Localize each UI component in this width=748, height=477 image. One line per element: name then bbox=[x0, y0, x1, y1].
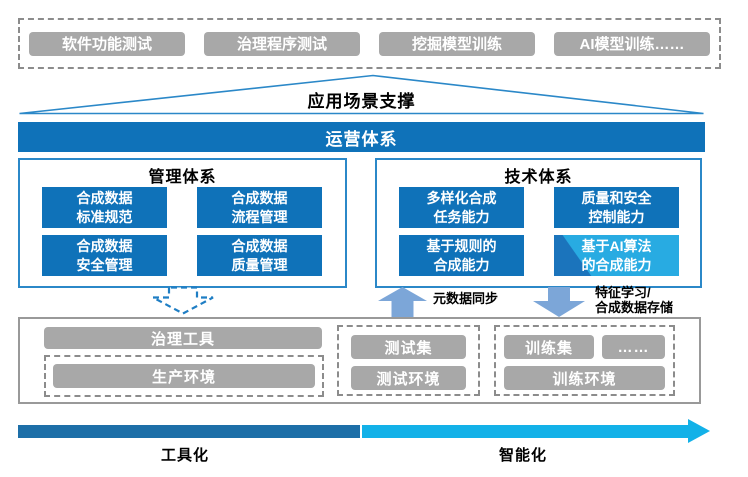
dashed-down-arrow-icon bbox=[152, 286, 214, 315]
axis-segment-toolization bbox=[18, 425, 360, 438]
scenario-mining-model-training: 挖掘模型训练 bbox=[379, 31, 535, 56]
axis-label-toolization: 工具化 bbox=[160, 447, 209, 464]
production-env-box: 生产环境 bbox=[53, 364, 315, 388]
cell-standard-spec: 合成数据 标准规范 bbox=[42, 187, 167, 228]
metadata-sync-label: 元数据同步 bbox=[433, 291, 499, 306]
governance-tool-box: 治理工具 bbox=[44, 327, 322, 349]
production-env-group: 生产环境 bbox=[44, 355, 324, 397]
scenario-governance-program-test: 治理程序测试 bbox=[204, 31, 360, 56]
technology-system-box: 技术体系 多样化合成 任务能力 质量和安全 控制能力 基于规则的 合成能力 基于… bbox=[375, 158, 702, 288]
application-scenarios-group: 软件功能测试 治理程序测试 挖掘模型训练 AI模型训练…… bbox=[18, 18, 721, 69]
train-env-box: 训练环境 bbox=[504, 366, 665, 390]
cell-quality-management: 合成数据 质量管理 bbox=[197, 235, 322, 276]
axis-label-intelligence: 智能化 bbox=[498, 447, 547, 464]
scenario-software-function-test: 软件功能测试 bbox=[29, 31, 185, 56]
cell-security-management: 合成数据 安全管理 bbox=[42, 235, 167, 276]
scenario-ai-model-training: AI模型训练…… bbox=[554, 31, 710, 56]
cell-diverse-synthesis-tasks: 多样化合成 任务能力 bbox=[399, 187, 524, 228]
cell-process-management: 合成数据 流程管理 bbox=[197, 187, 322, 228]
training-group: 训练集 …… 训练环境 bbox=[494, 325, 675, 396]
management-system-box: 管理体系 合成数据 标准规范 合成数据 流程管理 合成数据 安全管理 合成数据 … bbox=[18, 158, 347, 288]
feature-learning-down-arrow-icon bbox=[533, 287, 585, 317]
operation-system-bar: 运营体系 bbox=[18, 122, 705, 152]
cell-quality-safety-control: 质量和安全 控制能力 bbox=[554, 187, 679, 228]
technology-system-title: 技术体系 bbox=[504, 169, 573, 186]
feature-learning-label: 特征学习/ 合成数据存储 bbox=[595, 285, 674, 315]
environment-container: 治理工具 生产环境 测试集 测试环境 训练集 …… 训练环境 bbox=[18, 317, 701, 404]
test-group: 测试集 测试环境 bbox=[337, 325, 480, 396]
train-set-box: 训练集 bbox=[504, 335, 594, 359]
cell-rule-based-synthesis: 基于规则的 合成能力 bbox=[399, 235, 524, 276]
axis-segment-intelligence bbox=[362, 425, 688, 438]
management-system-title: 管理体系 bbox=[148, 169, 217, 186]
cell-ai-algorithm-synthesis: 基于AI算法 的合成能力 bbox=[554, 235, 679, 276]
metadata-sync-up-arrow-icon bbox=[378, 287, 427, 317]
support-label: 应用场景支撑 bbox=[307, 92, 416, 111]
train-more-box: …… bbox=[602, 335, 665, 359]
test-env-box: 测试环境 bbox=[351, 366, 466, 390]
axis-arrowhead-icon bbox=[688, 419, 710, 443]
support-triangle-shape bbox=[19, 74, 704, 115]
test-set-box: 测试集 bbox=[351, 335, 466, 359]
